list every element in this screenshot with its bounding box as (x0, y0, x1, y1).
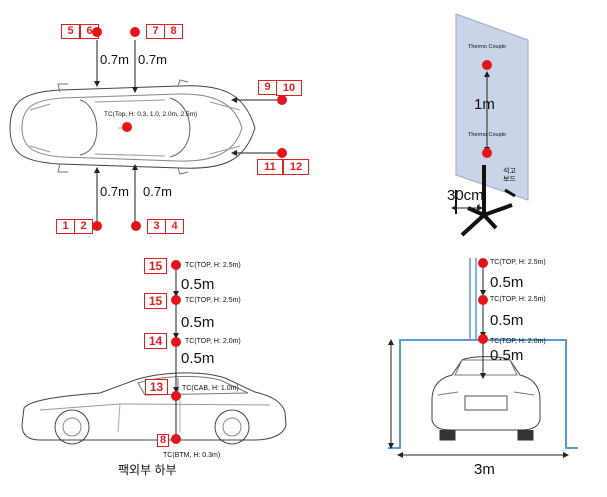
distance-bottom-left: 0.7m (100, 184, 129, 199)
thermocouple-marker-cab (171, 391, 181, 401)
thermocouple-label-upper: Thermo Couple (468, 44, 506, 50)
tag-5: 5 (61, 24, 80, 39)
board-label: 석고 보드 (503, 168, 516, 183)
tag-12: 12 (283, 159, 309, 175)
car-side-view (21, 372, 287, 445)
thermocouple-marker-bottom (171, 434, 181, 444)
thermocouple-marker-lower (482, 148, 492, 158)
distance-30cm: 30cm (447, 187, 484, 204)
distance-side-3: 0.5m (181, 350, 215, 367)
thermocouple-marker-front-1 (478, 258, 488, 268)
distance-side-2: 0.5m (181, 314, 215, 331)
distance-front-1: 0.5m (490, 274, 524, 291)
tc-front-3: TC(TOP, H: 2.0m) (490, 338, 546, 345)
tag-2: 2 (74, 219, 93, 234)
distance-front-3: 0.5m (490, 347, 524, 364)
tag-8: 8 (164, 24, 183, 39)
tc-front-1: TC(TOP, H: 2.5m) (490, 259, 546, 266)
thermocouple-marker-10 (277, 95, 287, 105)
tag-14: 14 (144, 333, 167, 349)
thermocouple-marker-2 (92, 221, 102, 231)
distance-bottom-right: 0.7m (143, 184, 172, 199)
tc-side-1: TC(TOP, H: 2.5m) (185, 262, 241, 269)
tag-10: 10 (276, 80, 302, 96)
tc-top-label: TC(Top, H: 0.3, 1.0, 2.0m, 2.5m) (104, 111, 198, 118)
thermocouple-marker-side-3 (171, 337, 181, 347)
tag-9: 9 (258, 80, 277, 95)
tc-bottom: TC(BTM, H: 0.3m) (163, 452, 221, 459)
car-front-view (431, 356, 541, 441)
distance-top-right: 0.7m (138, 52, 167, 67)
thermocouple-marker-7 (130, 27, 140, 37)
tc-front-2: TC(TOP, H: 2.5m) (490, 296, 546, 303)
thermocouple-marker-side-2 (171, 295, 181, 305)
tag-15-lower: 15 (144, 293, 167, 309)
car-top-view (9, 79, 256, 175)
distance-front-2: 0.5m (490, 312, 524, 329)
tc-cab: TC(CAB, H: 1.0m) (182, 385, 239, 392)
thermocouple-marker-front-2 (478, 295, 488, 305)
thermocouple-marker-3 (131, 221, 141, 231)
gypsum-board (451, 13, 529, 237)
thermocouple-marker-12 (277, 148, 287, 158)
thermocouple-marker-front-3 (478, 334, 488, 344)
tag-4: 4 (165, 219, 184, 234)
distance-1m: 1m (474, 96, 495, 113)
side-view-caption: 팩외부 하부 (118, 463, 177, 477)
tag-11: 11 (257, 159, 283, 175)
tag-7: 7 (146, 24, 165, 39)
thermocouple-marker-side-1 (171, 260, 181, 270)
tag-1: 1 (56, 219, 75, 234)
tag-13: 13 (145, 379, 168, 395)
distance-side-1: 0.5m (181, 276, 215, 293)
tag-3: 3 (147, 219, 166, 234)
distance-top-left: 0.7m (100, 52, 129, 67)
thermocouple-marker-top (122, 122, 132, 132)
tag-8-bottom: 8 (157, 434, 169, 447)
width-3m: 3m (474, 461, 495, 478)
tag-15-upper: 15 (144, 258, 167, 274)
thermocouple-label-lower: Thermo Couple (468, 132, 506, 138)
thermocouple-marker-upper (482, 60, 492, 70)
thermocouple-marker-6 (92, 27, 102, 37)
tc-side-3: TC(TOP, H: 2.0m) (185, 338, 241, 345)
tc-side-2: TC(TOP, H: 2.5m) (185, 297, 241, 304)
